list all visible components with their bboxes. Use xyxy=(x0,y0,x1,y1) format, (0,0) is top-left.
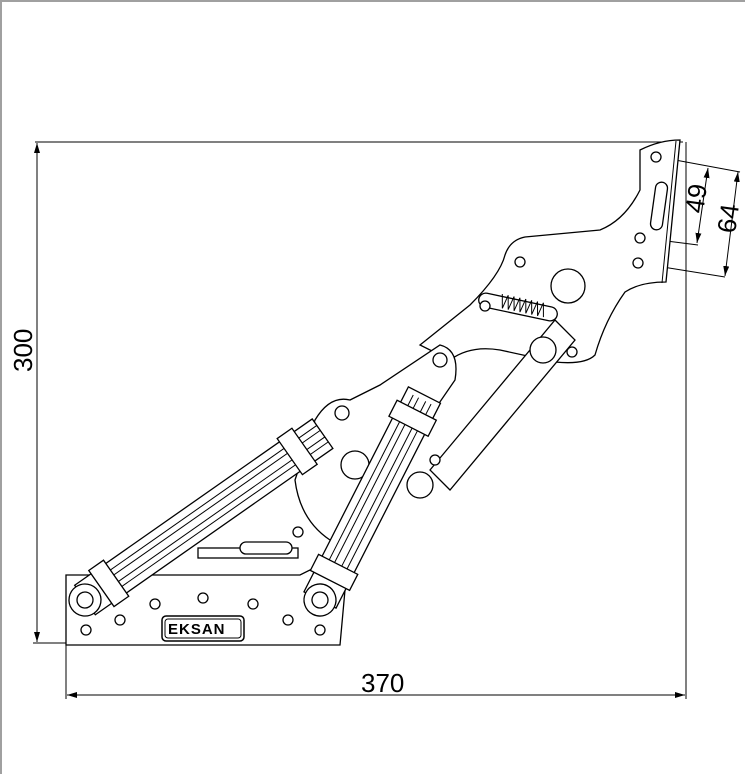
base-hole xyxy=(292,526,304,538)
dim-64-label: 64 xyxy=(711,202,745,235)
pivot-hole xyxy=(550,268,586,304)
dim-49-line xyxy=(695,167,710,244)
arm-hole xyxy=(429,454,441,466)
base-hole xyxy=(314,624,326,636)
plate-flange-line xyxy=(661,140,677,284)
arm-hole xyxy=(566,346,578,358)
base-hole xyxy=(282,614,294,626)
pivot-hole xyxy=(432,352,448,368)
dim-49-label: 49 xyxy=(679,182,713,215)
plate-hole xyxy=(514,256,526,268)
arm-pivot xyxy=(529,336,557,364)
width-dimension-label: 370 xyxy=(361,668,404,698)
mount-hole xyxy=(650,151,662,163)
pivot-hole xyxy=(334,405,350,421)
tension-spring xyxy=(478,292,558,322)
dim-64-line xyxy=(723,171,740,277)
slot-hole xyxy=(649,181,669,231)
dimension-lines xyxy=(33,141,741,699)
mount-hole xyxy=(634,232,646,244)
base-slot xyxy=(239,541,293,555)
eksan-logo: EKSAN xyxy=(161,615,245,642)
gas-spring-long xyxy=(68,418,334,617)
base-hole xyxy=(80,624,92,636)
base-hole xyxy=(197,592,209,604)
logo-text: EKSAN xyxy=(168,621,226,638)
height-dimension-label: 300 xyxy=(8,329,38,372)
gas-spring-short xyxy=(303,386,442,617)
base-hole xyxy=(149,598,161,610)
arm-pivot xyxy=(406,471,434,499)
base-hole xyxy=(247,598,259,610)
mount-hole xyxy=(632,257,644,269)
base-hole xyxy=(114,614,126,626)
hinge-mechanism: EKSAN xyxy=(65,139,681,646)
